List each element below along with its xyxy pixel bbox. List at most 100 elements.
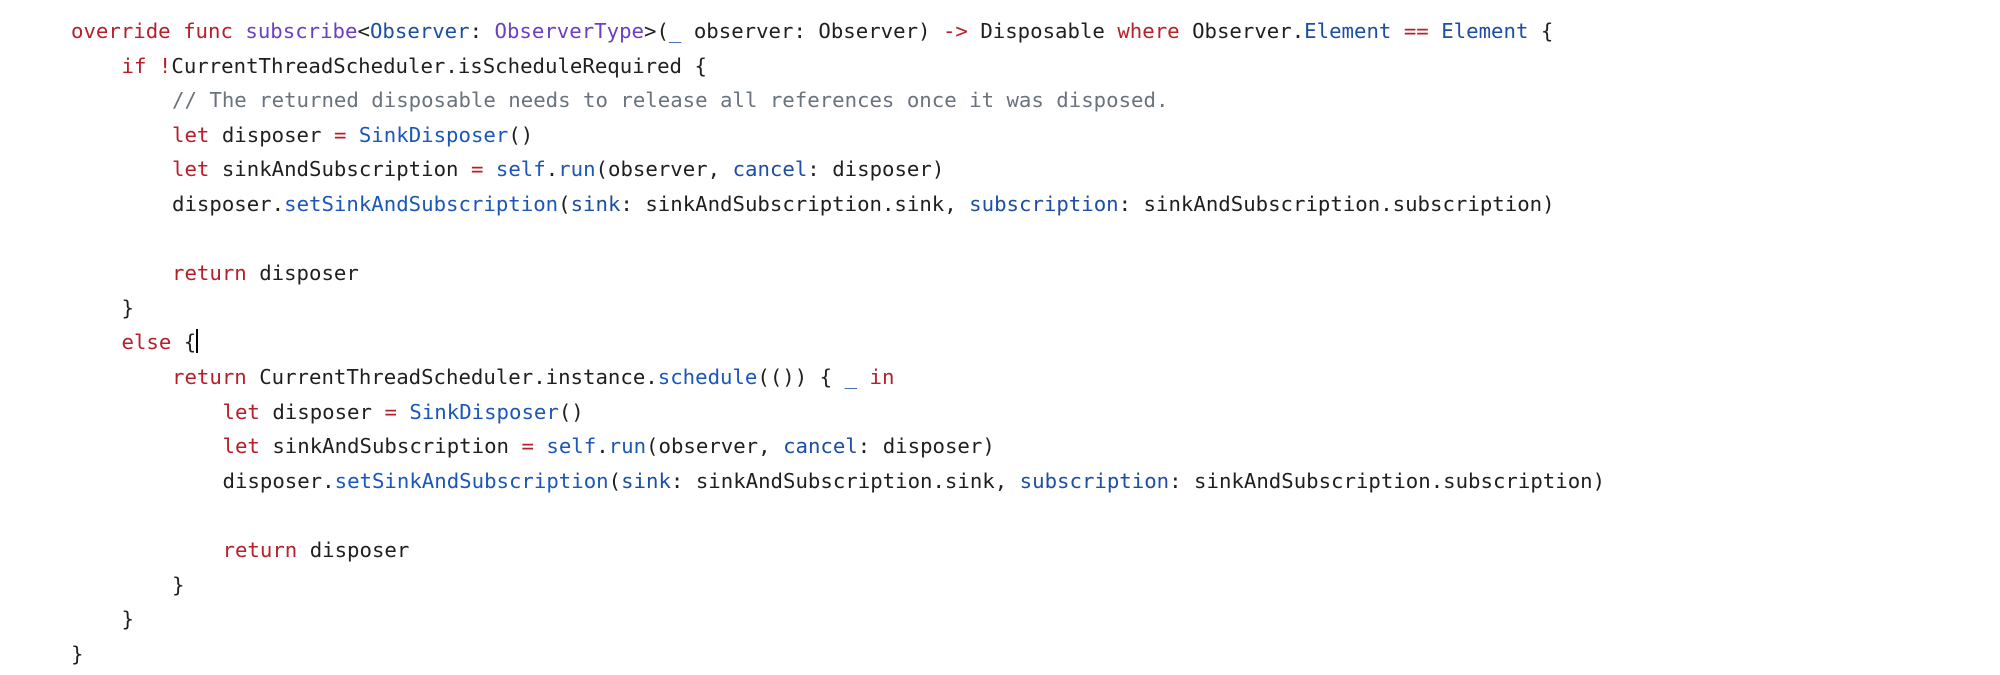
code-token: { [171, 330, 197, 355]
code-token: } [121, 295, 134, 320]
code-token: let [172, 122, 210, 147]
code-token: cancel [783, 434, 858, 459]
code-token: CurrentThreadScheduler.instance. [246, 365, 658, 389]
code-token: cancel [732, 157, 808, 182]
code-token: SinkDisposer [358, 122, 509, 147]
code-token: _ [668, 19, 682, 43]
code-line[interactable]: return CurrentThreadScheduler.instance.s… [172, 360, 894, 395]
code-token: : [469, 19, 495, 43]
code-line[interactable]: if !CurrentThreadScheduler.isScheduleReq… [122, 49, 707, 84]
code-token: disposer. [222, 468, 335, 493]
code-token: { [1528, 19, 1554, 43]
code-token: : sinkAndSubscription.sink, [670, 468, 1020, 493]
code-token: = [521, 434, 534, 459]
code-token: disposer. [172, 192, 285, 216]
code-line[interactable]: override func subscribe<Observer: Observ… [71, 14, 1553, 49]
code-token: run [608, 434, 647, 459]
code-token: run [558, 157, 596, 182]
code-token: disposer [209, 122, 334, 147]
code-token: subscribe [245, 19, 358, 43]
code-token: where [1117, 19, 1180, 43]
code-token: let [172, 157, 210, 182]
code-token: = [470, 157, 484, 182]
code-token: Element [1304, 19, 1392, 43]
code-token: } [121, 607, 134, 632]
code-line[interactable]: return disposer [223, 533, 410, 568]
code-token: : sinkAndSubscription.sink, [620, 192, 970, 216]
code-token [857, 365, 869, 389]
code-token: : disposer) [807, 157, 945, 182]
code-token: return [172, 365, 247, 389]
code-token: let [222, 399, 260, 424]
code-token: setSinkAndSubscription [334, 468, 609, 493]
code-token: _ [844, 365, 858, 389]
code-token: == [1403, 19, 1429, 43]
code-token: (()) { [757, 365, 845, 389]
code-token: : sinkAndSubscription.subscription) [1118, 192, 1555, 216]
code-token: . [596, 434, 609, 459]
code-token: return [172, 261, 247, 286]
code-token: observer: Observer) [681, 19, 943, 43]
code-token: : sinkAndSubscription.subscription) [1169, 468, 1606, 493]
code-token: if [121, 53, 147, 78]
code-token: Observer. [1179, 19, 1305, 43]
code-token: (observer, [595, 157, 733, 182]
code-token: self [495, 157, 546, 182]
code-token: schedule [657, 365, 758, 389]
code-line[interactable]: } [122, 291, 134, 326]
code-line[interactable]: } [71, 637, 83, 672]
code-token: sinkAndSubscription [259, 434, 522, 459]
code-token: (observer, [646, 434, 784, 459]
code-token: self [546, 434, 597, 459]
code-token: ( [558, 192, 571, 216]
code-line[interactable]: } [172, 568, 184, 603]
code-token: disposer [259, 399, 385, 424]
code-token: // The returned disposable needs to rele… [172, 88, 1169, 113]
code-token: = [384, 399, 397, 424]
code-token: Disposable [967, 19, 1118, 43]
code-token: = [333, 122, 347, 147]
code-line[interactable]: disposer.setSinkAndSubscription(sink: si… [172, 187, 1555, 222]
code-token [397, 400, 409, 424]
code-token: in [869, 365, 895, 389]
code-token [146, 54, 158, 78]
code-line[interactable]: } [122, 602, 134, 637]
code-token: disposer [297, 538, 410, 562]
code-token [346, 123, 358, 147]
code-token: return [222, 538, 298, 562]
text-cursor [196, 329, 199, 354]
code-token: subscription [1019, 468, 1170, 493]
code-token: subscription [969, 192, 1119, 216]
code-token [483, 157, 495, 181]
code-token: () [508, 122, 534, 147]
code-line[interactable]: let disposer = SinkDisposer() [172, 118, 533, 153]
code-token: ( [608, 468, 622, 493]
code-token [534, 434, 546, 458]
code-token: sink [621, 468, 671, 493]
code-token: < [357, 19, 370, 43]
code-line[interactable]: disposer.setSinkAndSubscription(sink: si… [223, 464, 1606, 499]
code-token: else [121, 330, 172, 355]
code-token: } [71, 641, 84, 666]
code-token: CurrentThreadScheduler.isScheduleRequire… [171, 53, 707, 78]
code-token: : disposer) [857, 434, 995, 459]
code-token: setSinkAndSubscription [284, 192, 559, 216]
code-line[interactable]: let sinkAndSubscription = self.run(obser… [172, 152, 944, 187]
code-line[interactable]: else { [122, 325, 199, 360]
code-token: SinkDisposer [409, 399, 559, 424]
code-line[interactable]: return disposer [172, 256, 359, 291]
code-token: Observer [369, 19, 470, 43]
code-token: >( [643, 19, 669, 43]
code-line[interactable]: let disposer = SinkDisposer() [223, 395, 584, 430]
code-token: override func [71, 19, 246, 43]
code-line[interactable]: let sinkAndSubscription = self.run(obser… [223, 429, 995, 464]
code-token: let [222, 434, 260, 459]
code-token: sink [570, 192, 621, 216]
code-token: () [558, 399, 584, 424]
code-token [1429, 19, 1441, 43]
code-token: ObserverType [494, 19, 644, 43]
code-token: . [545, 157, 559, 182]
code-line[interactable]: // The returned disposable needs to rele… [172, 83, 1168, 118]
code-token: -> [942, 19, 968, 43]
